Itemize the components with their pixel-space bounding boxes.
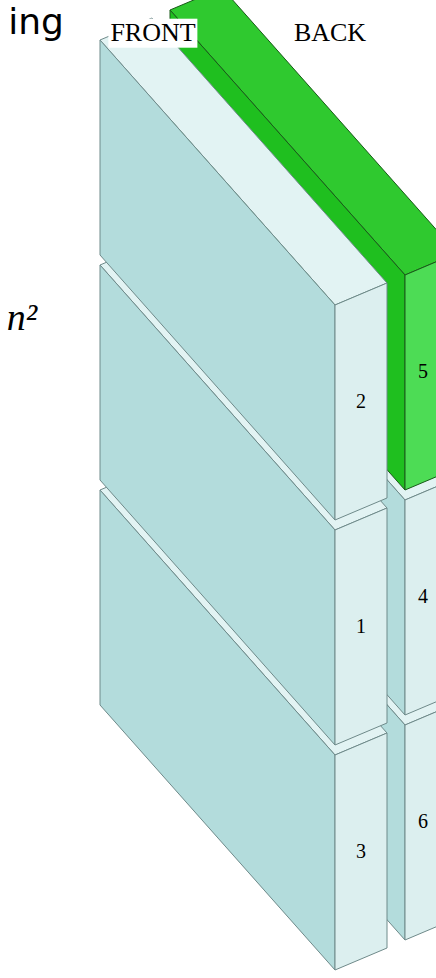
callout-number: 3 [356, 840, 366, 862]
column-label: FRONT [108, 19, 197, 48]
callout-number: 4 [418, 585, 428, 607]
callout-number: 1 [356, 615, 366, 637]
front-slab [100, 18, 387, 520]
callout-number: 6 [418, 810, 428, 832]
formula-fragment: n² [7, 297, 37, 339]
callout-number: 5 [418, 360, 428, 382]
heading-fragment: ing [8, 2, 64, 42]
callout-number: 2 [356, 390, 366, 412]
column-label: BACK [292, 19, 368, 48]
